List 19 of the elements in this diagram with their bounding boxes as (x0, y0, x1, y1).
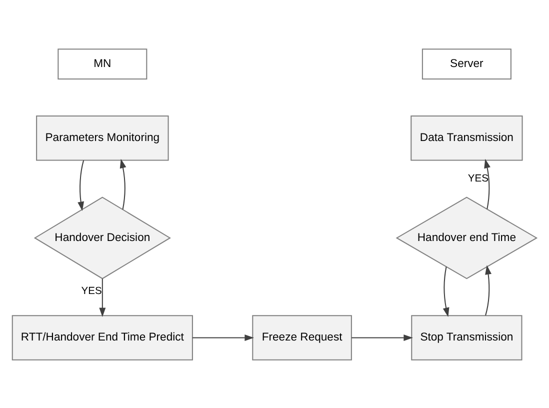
node-box: Server (422, 48, 512, 79)
arrow (78, 160, 84, 210)
edge-label: YES (81, 285, 102, 296)
arrow (442, 266, 450, 316)
node-box: Parameters Monitoring (36, 115, 169, 160)
node-diamond: Handover Decision (34, 196, 171, 279)
node-box: MN (58, 48, 148, 79)
arrow (120, 158, 126, 210)
node-box: Freeze Request (252, 314, 352, 360)
node-diamond: Handover end Time (396, 196, 538, 279)
arrow (99, 278, 106, 317)
arrow (485, 264, 492, 316)
node-box: RTT/Handover End Time Predict (12, 314, 193, 360)
node-box: Data Transmission (410, 115, 523, 160)
node-box: Stop Transmission (411, 314, 522, 360)
arrow (192, 334, 254, 340)
arrow (484, 158, 490, 209)
edge-label: YES (468, 172, 489, 184)
arrow (352, 334, 413, 340)
